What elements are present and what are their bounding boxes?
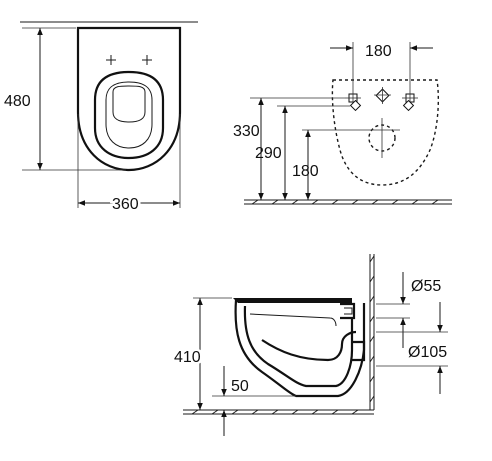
height-label: 480 (4, 93, 31, 110)
outlet-diameter-label: Ø105 (408, 344, 447, 361)
seat-top (233, 298, 352, 303)
fixing-hole-mid-left (349, 99, 362, 112)
trapway (261, 330, 357, 362)
fixing-cross-left (106, 55, 116, 65)
total-height-label: 410 (174, 349, 201, 366)
side-view: 410 50 Ø55 Ø105 (172, 254, 450, 436)
bowl-body-inner (243, 305, 354, 388)
bowl-outline-dashed (331, 79, 439, 186)
seat-outer (93, 70, 165, 160)
rim-line (249, 313, 337, 327)
inlet-spigot-inner (344, 307, 353, 315)
floor-hatch (251, 199, 439, 205)
base-height-label: 50 (231, 378, 249, 395)
pan-inner (112, 85, 146, 123)
inlet-spigot (340, 302, 356, 320)
outlet-spigot (352, 340, 366, 362)
height-lower-label: 180 (292, 163, 319, 180)
width-label: 360 (112, 196, 139, 213)
bowl-body-outer (234, 299, 366, 398)
fixing-hole-top-center (374, 87, 391, 104)
bowl-outline (76, 26, 182, 172)
wall-hatch (369, 255, 375, 403)
floor-hatch (191, 409, 359, 415)
height-middle-label: 290 (255, 145, 282, 162)
front-view: 480 360 (4, 21, 198, 216)
seat-inner (105, 81, 153, 149)
fixing-cross-right (142, 55, 152, 65)
inlet-diameter-label: Ø55 (411, 278, 441, 295)
height-upper-label: 330 (233, 123, 260, 140)
fixing-hole-mid-right (402, 99, 415, 112)
hole-spacing-label: 180 (365, 43, 392, 60)
mounting-view: 180 330 290 180 (233, 42, 452, 205)
